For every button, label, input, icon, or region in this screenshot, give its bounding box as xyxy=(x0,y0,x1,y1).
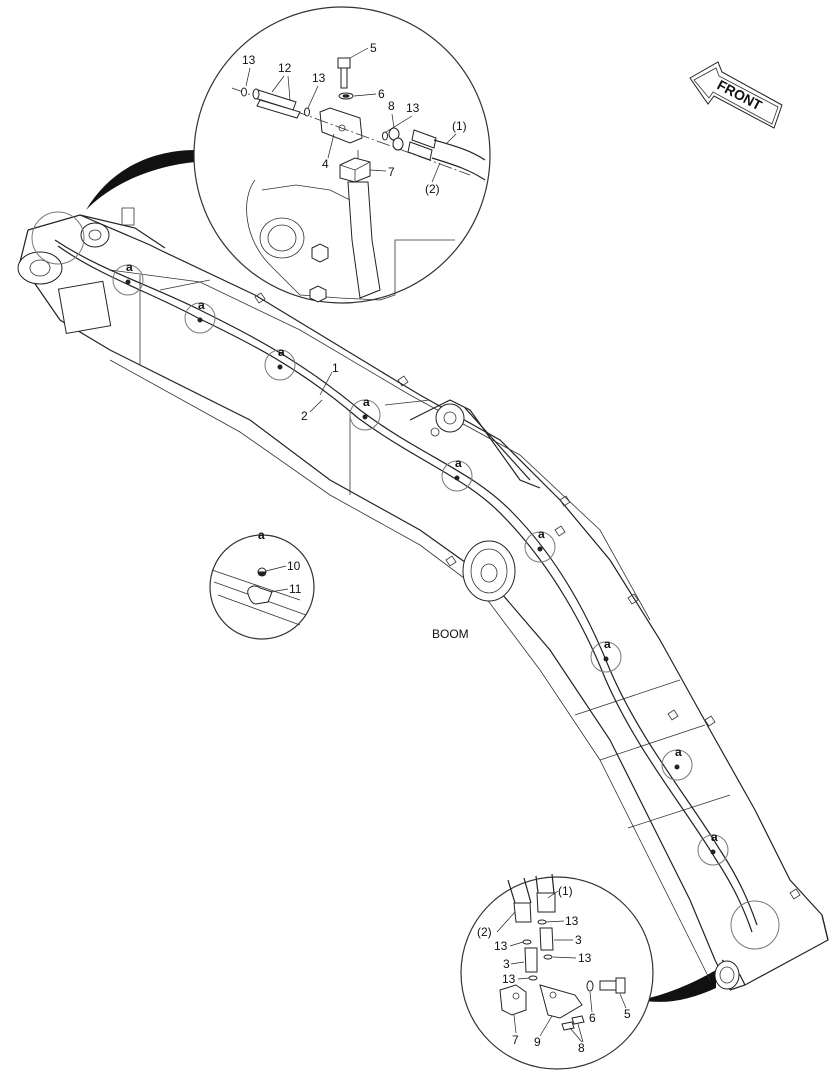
clamp-a-label: a xyxy=(604,637,611,651)
boom-label: BOOM xyxy=(432,627,469,641)
upper-label-8: 8 xyxy=(388,99,395,113)
lower-label-3-a: 3 xyxy=(575,933,582,947)
clamp-a-label: a xyxy=(198,298,205,312)
upper-label-13-b: 13 xyxy=(312,71,326,85)
clamp-a-label: a xyxy=(455,456,462,470)
lower-label-3-b: 3 xyxy=(503,957,510,971)
upper-label-6: 6 xyxy=(378,87,385,101)
clamp-location-a: a xyxy=(661,745,693,781)
clamp-location-a: a xyxy=(524,527,556,563)
clamp-detail-title: a xyxy=(258,528,265,542)
hose-routing xyxy=(54,239,758,933)
upper-label-13-a: 13 xyxy=(242,53,256,67)
clamp-a-label: a xyxy=(675,745,682,759)
upper-detail-view: 13 12 13 5 6 8 13 (1) (2) 4 7 xyxy=(193,6,491,304)
clamp-location-a: a xyxy=(349,395,381,431)
lower-label-13-c: 13 xyxy=(578,951,592,965)
upper-detail-connector xyxy=(86,150,196,210)
lower-label-hose-1: (1) xyxy=(558,884,573,898)
clamp-location-a: a xyxy=(112,260,144,296)
clamp-a-label: a xyxy=(538,527,545,541)
upper-label-7: 7 xyxy=(388,165,395,179)
lower-label-6: 6 xyxy=(589,1011,596,1025)
upper-label-hose-1: (1) xyxy=(452,119,467,133)
boom-body xyxy=(17,207,829,991)
upper-label-12: 12 xyxy=(278,61,292,75)
lower-label-13-b: 13 xyxy=(494,939,508,953)
upper-label-hose-2: (2) xyxy=(425,182,440,196)
lower-label-9: 9 xyxy=(534,1035,541,1049)
clamp-location-a: a xyxy=(441,456,473,492)
clamp-label-10: 10 xyxy=(287,559,301,573)
hose-2-label: 2 xyxy=(301,409,308,423)
clamp-a-label: a xyxy=(363,395,370,409)
clamp-detail-view: a 10 11 xyxy=(209,528,315,640)
lower-detail-view: (1) (2) 13 3 13 13 3 13 6 5 7 9 8 xyxy=(460,873,654,1070)
lower-label-5: 5 xyxy=(624,1007,631,1021)
front-direction-arrow: FRONT xyxy=(689,61,783,129)
hose-1-label: 1 xyxy=(332,361,339,375)
clamp-location-a: a xyxy=(590,637,622,673)
lower-label-13-d: 13 xyxy=(502,972,516,986)
clamp-location-a: a xyxy=(264,345,296,381)
clamp-location-a: a xyxy=(697,830,729,866)
lower-label-13-a: 13 xyxy=(565,914,579,928)
clamp-a-label: a xyxy=(126,260,133,274)
upper-label-13-c: 13 xyxy=(406,101,420,115)
clamp-label-11: 11 xyxy=(289,582,302,596)
clamp-location-markers: a a a a a a a a xyxy=(31,211,780,950)
clamp-a-label: a xyxy=(711,830,718,844)
clamp-location-a: a xyxy=(184,298,216,334)
upper-label-4: 4 xyxy=(322,157,329,171)
clamp-a-label: a xyxy=(278,345,285,359)
upper-label-5: 5 xyxy=(370,41,377,55)
lower-label-hose-2: (2) xyxy=(477,925,492,939)
lower-label-8: 8 xyxy=(578,1041,585,1055)
lower-detail-connector xyxy=(640,970,716,1002)
lower-label-7: 7 xyxy=(512,1033,519,1047)
